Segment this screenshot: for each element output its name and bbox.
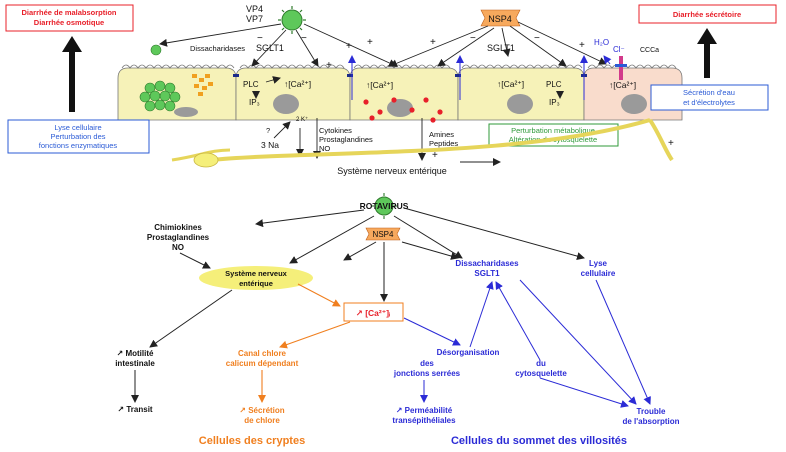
big-up-arrow-left <box>62 36 82 112</box>
virus-icon-top <box>278 6 306 34</box>
secretory-label: Diarrhée sécrétoire <box>673 10 741 19</box>
nsp4-top-label: NSP4 <box>488 14 512 24</box>
ccca-label: CCCa <box>640 47 659 54</box>
secretion-line2: et d'électrolytes <box>683 98 735 107</box>
nsp4-badge-bottom: NSP4 <box>365 227 401 241</box>
plc-label-left: PLC <box>243 80 259 89</box>
enteric-nerve <box>171 118 674 168</box>
secretion-chlore-line2: de chlore <box>244 416 280 425</box>
calcium-node: ↗ [Ca²⁺]ᵢ <box>343 302 404 322</box>
sglt1-label-right: SGLT1 <box>487 43 515 53</box>
top-blue-arrows <box>348 55 612 100</box>
svg-text:−: − <box>470 33 476 44</box>
plus-minus-signs: − − + + + − − + + + + <box>257 33 674 161</box>
lysis-line3: fonctions enzymatiques <box>39 141 118 150</box>
nsp4-bottom-label: NSP4 <box>373 230 394 239</box>
canal-line2: calicum dépendant <box>226 359 299 368</box>
potassium-label: 2 K⁺ <box>296 116 308 123</box>
secretory-box: Diarrhée sécrétoire <box>638 4 777 24</box>
dissa-label: Dissacharidases <box>455 259 519 268</box>
chimiokines-line1: Chimiokines <box>154 223 202 232</box>
svg-text:+: + <box>346 41 352 52</box>
malabsorption-box: Diarrhée de malabsorption Diarrhée osmot… <box>5 4 134 32</box>
footer-left: Cellules des cryptes <box>199 435 305 447</box>
virus-icon-bottom <box>371 193 397 219</box>
question-label: ? <box>266 126 270 135</box>
cytokines-line3: NO <box>319 144 330 153</box>
secretion-line1: Sécrétion d'eau <box>683 88 735 97</box>
svg-text:−: − <box>534 33 540 44</box>
nsp4-badge-top: NSP4 <box>480 9 521 27</box>
chloride-label: Cl⁻ <box>613 45 625 54</box>
cytosquelette-label: cytosquelette <box>515 369 567 378</box>
ens-label: Système nerveux entérique <box>337 166 447 176</box>
lysis-line1: Lyse cellulaire <box>54 123 101 132</box>
secretion-chlore-line1: ↗ Sécrétion <box>239 406 284 415</box>
sne-node: Système nerveux entérique <box>199 266 313 290</box>
transit-label: ↗ Transit <box>117 405 152 414</box>
svg-text:+: + <box>430 37 436 48</box>
sne-line1: Système nerveux <box>225 269 288 278</box>
big-up-arrow-right <box>697 28 717 78</box>
vp7-label: VP7 <box>246 14 263 24</box>
perturbation-line1: Perturbation métabolique <box>511 126 595 135</box>
calcium-label-2: ↑[Ca²⁺] <box>366 80 393 90</box>
svg-text:+: + <box>579 40 585 51</box>
malabsorption-line1: Diarrhée de malabsorption <box>21 8 116 17</box>
permeabilite-line1: ↗ Perméabilité <box>396 406 453 415</box>
lysis-line2: Perturbation des <box>50 132 105 141</box>
trouble-line1: Trouble <box>637 407 666 416</box>
trouble-line2: de l'absorption <box>622 417 679 426</box>
footer-right: Cellules du sommet des villosités <box>451 435 627 447</box>
desorg-label: Désorganisation <box>437 348 500 357</box>
chimiokines-line3: NO <box>172 243 184 252</box>
cytokines-line2: Prostaglandines <box>319 135 373 144</box>
jonctions-label: jonctions serrées <box>393 369 461 378</box>
amines-line1: Amines <box>429 130 454 139</box>
amines-line2: Peptides <box>429 139 458 148</box>
sglt1-bottom-label: SGLT1 <box>474 269 500 278</box>
motilite-line1: ↗ Motilité <box>117 349 154 358</box>
lyse-line2: cellulaire <box>581 269 616 278</box>
dissacharidases-label: Dissacharidases <box>190 44 245 53</box>
ip3-label-right: IP₃ <box>549 98 560 107</box>
lyse-line1: Lyse <box>589 259 607 268</box>
plc-label-right: PLC <box>546 80 562 89</box>
svg-text:+: + <box>367 37 373 48</box>
secretion-box: Sécrétion d'eau et d'électrolytes <box>650 84 769 111</box>
cytokines-line1: Cytokines <box>319 126 352 135</box>
svg-text:+: + <box>668 138 674 149</box>
malabsorption-line2: Diarrhée osmotique <box>34 18 104 27</box>
canal-line1: Canal chlore <box>238 349 287 358</box>
svg-text:−: − <box>301 33 307 44</box>
ip3-label-left: IP₃ <box>249 98 260 107</box>
bottom-blue-arrows <box>403 279 651 408</box>
svg-text:−: − <box>257 33 263 44</box>
permeabilite-line2: transépithéliales <box>392 416 456 425</box>
svg-text:+: + <box>432 150 438 161</box>
du-label: du <box>536 359 546 368</box>
rotavirus-label: ROTAVIRUS <box>360 201 409 211</box>
sne-line2: entérique <box>239 279 273 288</box>
bottom-orange-arrows <box>258 283 351 403</box>
des-label: des <box>420 359 434 368</box>
bottom-black-arrows <box>131 207 585 403</box>
sodium-label: 3 Na <box>261 140 279 150</box>
motilite-line2: intestinale <box>115 359 155 368</box>
h2o-label: H₂O <box>594 38 609 47</box>
chimiokines-line2: Prostaglandines <box>147 233 210 242</box>
calcium-label-3: ↑[Ca²⁺] <box>497 79 524 89</box>
epithelium <box>117 44 683 123</box>
calcium-label-1: ↑[Ca²⁺] <box>284 79 311 89</box>
lysis-box: Lyse cellulaire Perturbation des fonctio… <box>7 119 150 154</box>
top-arrows <box>159 21 607 166</box>
calcium-label-4: ↑[Ca²⁺] <box>609 80 636 90</box>
vp4-label: VP4 <box>246 4 263 14</box>
calcium-bottom-label: ↗ [Ca²⁺]ᵢ <box>356 308 391 318</box>
svg-text:+: + <box>326 60 332 71</box>
sglt1-label-left: SGLT1 <box>256 43 284 53</box>
